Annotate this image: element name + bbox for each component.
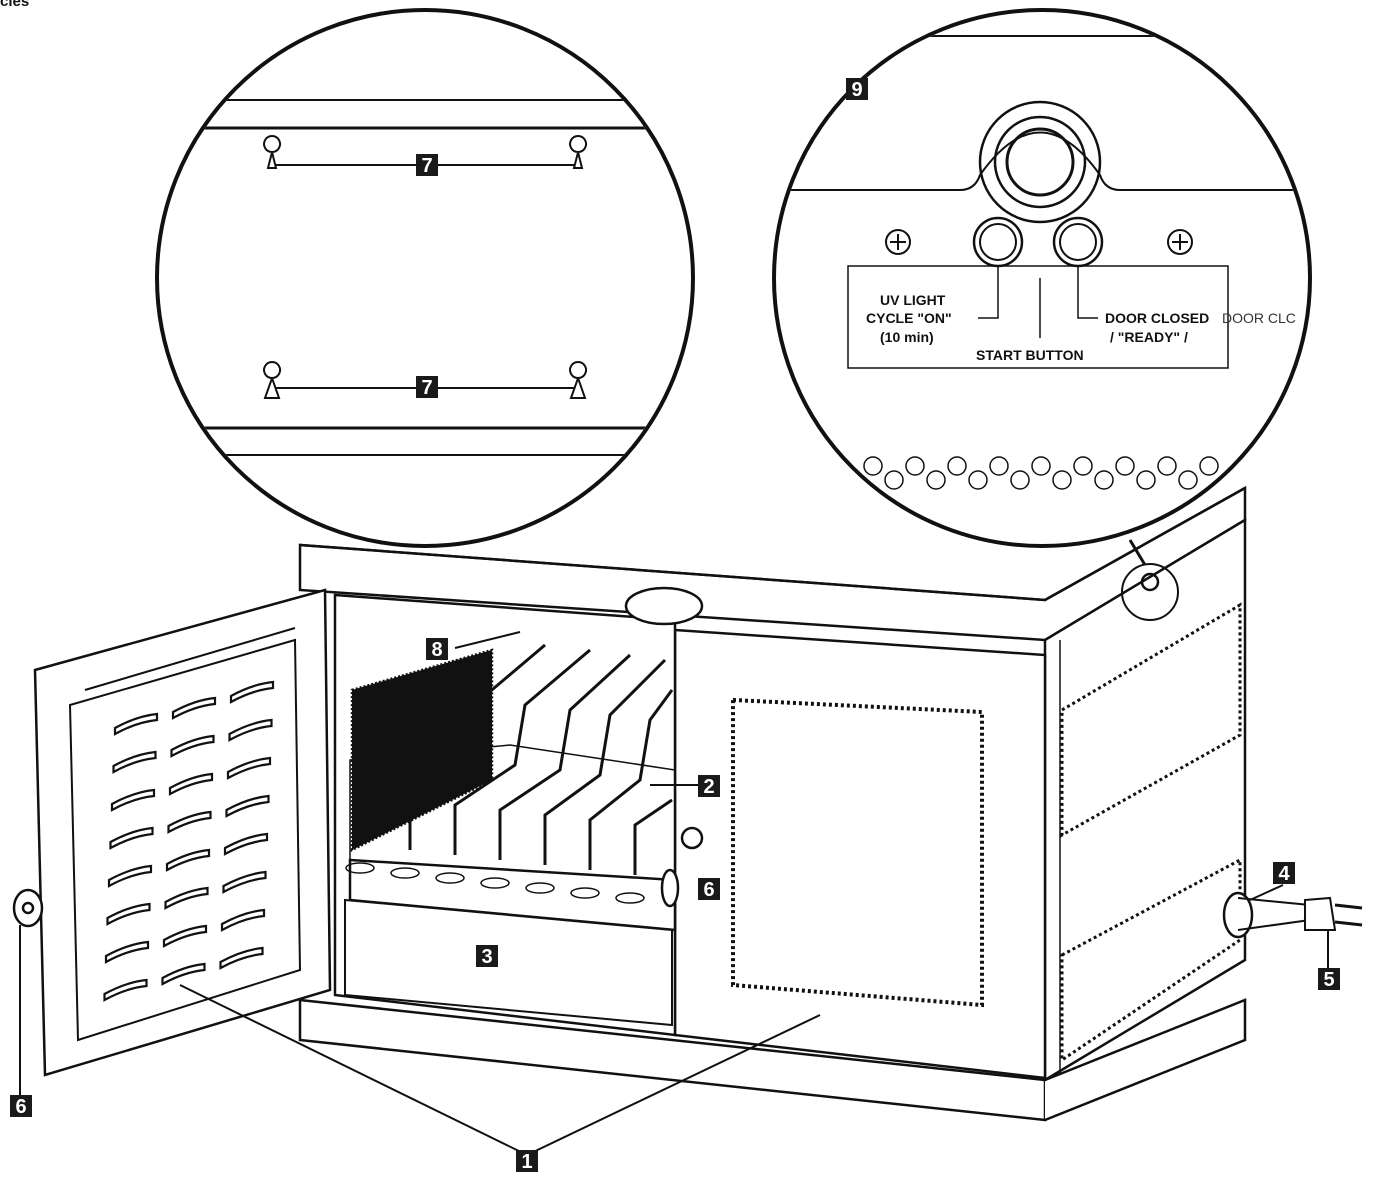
vent-hole — [926, 470, 946, 490]
callout-9: 9 — [846, 78, 868, 101]
vent-hole — [1178, 470, 1198, 490]
keyhole-icon — [263, 135, 281, 169]
control-panel-labels: UV LIGHT CYCLE "ON" (10 min) START BUTTO… — [866, 292, 1296, 363]
callout-8: 8 — [426, 638, 448, 661]
vent-slot — [219, 946, 264, 970]
vent-slot — [168, 772, 214, 796]
keyhole-icon — [263, 361, 281, 399]
callout-box — [10, 1095, 32, 1117]
zoom-connector — [1128, 539, 1147, 566]
vent-slot — [107, 864, 153, 888]
callout-box — [416, 154, 438, 176]
callout-7: 7 — [416, 154, 438, 177]
vent-hole — [1157, 456, 1177, 476]
start-button-label: START BUTTON — [976, 347, 1084, 363]
callout-box — [426, 638, 448, 660]
callout-box — [698, 878, 720, 900]
vent-slot — [103, 978, 148, 1002]
vent-slot — [222, 870, 267, 894]
uv-light-label-line3: (10 min) — [880, 329, 934, 345]
vent-hole — [1199, 456, 1219, 476]
callout-markers: 1 2 3 4 5 6 6 7 7 8 9 — [10, 78, 1340, 1173]
vent-hole — [1073, 456, 1093, 476]
vent-hole — [863, 456, 883, 476]
vent-hole — [1136, 470, 1156, 490]
callout-7: 7 — [416, 376, 438, 399]
vent-hole — [1094, 470, 1114, 490]
callout-number: 7 — [421, 155, 432, 177]
vent-hole — [968, 470, 988, 490]
door-vent-slots — [103, 680, 275, 1002]
callout-box — [1318, 968, 1340, 990]
vent-slot — [161, 962, 206, 986]
vent-hole — [1052, 470, 1072, 490]
callout-box — [1273, 862, 1295, 884]
callout-box — [846, 78, 868, 100]
vent-slot — [162, 924, 208, 948]
callout-box — [416, 376, 438, 398]
callout-box — [476, 945, 498, 967]
callout-box — [516, 1150, 538, 1172]
vent-slot — [167, 810, 212, 834]
callout-3: 3 — [476, 945, 498, 968]
callout-6: 6 — [698, 878, 720, 901]
leader-lines — [19, 631, 1329, 1156]
keyhole-icon — [569, 361, 587, 399]
screw-icon — [885, 229, 911, 255]
vent-hole — [1031, 456, 1051, 476]
screw-icon — [1167, 229, 1193, 255]
callout-1: 1 — [516, 1150, 538, 1173]
top-vent-holes — [863, 456, 1219, 490]
vent-slot — [226, 756, 272, 780]
callout-number: 3 — [481, 946, 492, 968]
callout-number: 8 — [431, 639, 442, 661]
vent-slot — [165, 848, 211, 872]
uv-light-label-line2: CYCLE "ON" — [866, 310, 952, 326]
vent-slot — [164, 886, 209, 910]
vent-hole — [905, 456, 925, 476]
callout-number: 7 — [421, 377, 432, 399]
callout-box — [698, 775, 720, 797]
vent-slot — [223, 832, 269, 856]
vent-slot — [109, 826, 154, 850]
vent-slot — [112, 750, 157, 774]
vent-slot — [113, 712, 159, 736]
vent-slot — [170, 734, 215, 758]
callout-6: 6 — [10, 1095, 32, 1118]
callout-5: 5 — [1318, 968, 1340, 991]
zoom-circle-mounting-holes — [155, 8, 695, 548]
keyhole-icon — [569, 135, 587, 169]
left-door — [12, 588, 332, 1077]
vent-slot — [228, 718, 273, 742]
door-closed-label-overflow: DOOR CLC — [1222, 310, 1296, 326]
callout-number: 4 — [1278, 863, 1290, 885]
callout-2: 2 — [698, 775, 720, 798]
vent-slot — [171, 696, 217, 720]
callout-number: 9 — [851, 79, 862, 101]
callout-number: 2 — [703, 776, 714, 798]
callout-number: 5 — [1323, 969, 1334, 991]
vent-slot — [220, 908, 266, 932]
door-closed-label-line2: / "READY" / — [1110, 329, 1188, 345]
vent-hole — [989, 456, 1009, 476]
vent-hole — [884, 470, 904, 490]
vent-slot — [110, 788, 156, 812]
zoom-circle-control-panel: UV LIGHT CYCLE "ON" (10 min) START BUTTO… — [772, 8, 1312, 548]
vent-slot — [106, 902, 151, 926]
vent-slot — [229, 680, 275, 704]
vent-slot — [225, 794, 270, 818]
callout-number: 6 — [703, 879, 714, 901]
vent-hole — [947, 456, 967, 476]
vent-hole — [1010, 470, 1030, 490]
header-text: cles — [0, 0, 29, 10]
uv-light-label-line1: UV LIGHT — [880, 292, 946, 308]
callout-number: 6 — [15, 1096, 26, 1118]
callout-number: 1 — [521, 1151, 532, 1173]
callout-4: 4 — [1273, 862, 1295, 885]
door-closed-label-line1: DOOR CLOSED — [1105, 310, 1209, 326]
vent-slot — [104, 940, 150, 964]
cabinet — [298, 485, 1363, 1122]
vent-hole — [1115, 456, 1135, 476]
